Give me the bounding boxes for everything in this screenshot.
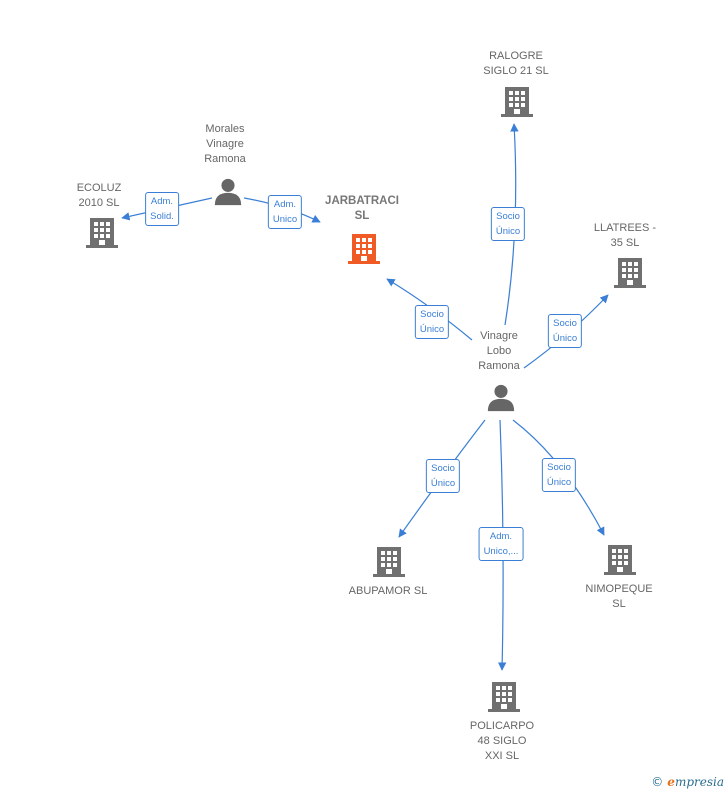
building-icon[interactable] [604, 545, 636, 575]
edge-label-adm-solid[interactable]: Adm. Solid. [145, 192, 179, 226]
edge-label-adm-unico-policarpo[interactable]: Adm. Unico,... [478, 527, 524, 561]
building-icon[interactable] [501, 87, 533, 117]
edge-label-socio-unico-nimopeque[interactable]: Socio Único [541, 458, 577, 492]
edge-label-socio-unico-llatrees[interactable]: Socio Único [547, 314, 583, 348]
node-label-policarpo[interactable]: POLICARPO 48 SIGLO XXI SL [469, 720, 535, 762]
brand-logo-text: mpresia [674, 775, 724, 789]
node-label-nimopeque[interactable]: NIMOPEQUE SL [585, 583, 653, 610]
person-icon[interactable] [487, 384, 515, 412]
building-icon[interactable] [373, 547, 405, 577]
brand-logo-initial: e [667, 775, 675, 789]
brand-footer: ©empresia [651, 775, 724, 789]
building-icon[interactable] [86, 218, 118, 248]
edge-label-adm-unico[interactable]: Adm. Unico [267, 195, 303, 229]
edge-label-socio-unico-abupamor[interactable]: Socio Único [425, 459, 461, 493]
building-icon[interactable] [488, 682, 520, 712]
edge-label-socio-unico-ralogre[interactable]: Socio Único [490, 207, 526, 241]
node-label-ecoluz[interactable]: ECOLUZ 2010 SL [76, 182, 122, 209]
node-label-vinagre[interactable]: Vinagre Lobo Ramona [478, 330, 520, 372]
node-label-morales[interactable]: Morales Vinagre Ramona [204, 123, 246, 165]
node-label-abupamor[interactable]: ABUPAMOR SL [348, 585, 428, 597]
node-label-llatrees[interactable]: LLATREES - 35 SL [593, 222, 657, 249]
copyright-icon: © [651, 775, 664, 789]
building-icon[interactable] [614, 258, 646, 288]
edge-label-socio-unico-jarbatraci[interactable]: Socio Único [414, 305, 450, 339]
person-icon[interactable] [214, 178, 242, 206]
node-label-ralogre[interactable]: RALOGRE SIGLO 21 SL [483, 50, 549, 77]
node-label-jarbatraci[interactable]: JARBATRACI SL [325, 195, 399, 222]
building-icon[interactable] [348, 234, 380, 264]
